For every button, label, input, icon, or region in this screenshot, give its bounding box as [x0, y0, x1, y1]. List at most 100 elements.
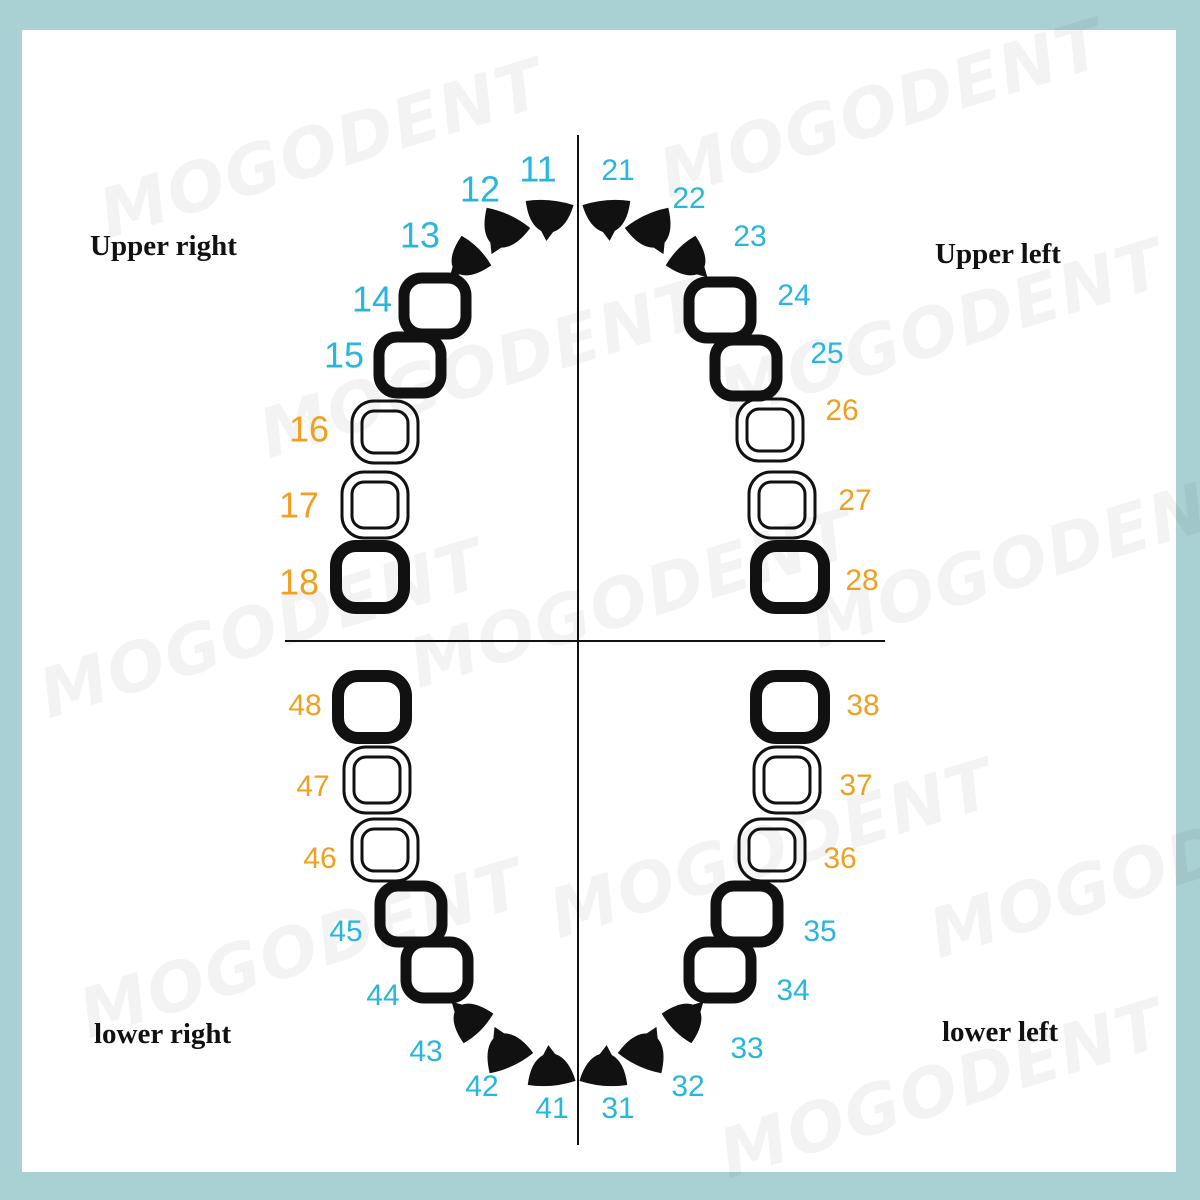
tooth-shape [683, 936, 757, 1004]
tooth-22 [624, 207, 671, 255]
tooth-shape [624, 207, 671, 255]
tooth-number-label: 21 [601, 154, 634, 187]
tooth-shape [737, 817, 807, 883]
tooth-12 [484, 207, 531, 255]
tooth-number-label: 27 [838, 484, 871, 517]
tooth-number-label: 44 [366, 979, 399, 1012]
tooth-44 [400, 936, 474, 1004]
tooth-18 [330, 540, 410, 614]
tooth-31 [579, 1045, 628, 1087]
tooth-45 [374, 880, 448, 948]
tooth-shape [332, 670, 412, 744]
tooth-number-label: 23 [733, 220, 766, 253]
tooth-shape [451, 1001, 494, 1044]
tooth-15 [373, 331, 447, 399]
tooth-shape [735, 397, 805, 463]
tooth-number-label: 33 [730, 1032, 763, 1065]
tooth-inner-outline [350, 480, 400, 530]
tooth-number-label: 35 [803, 915, 836, 948]
tooth-shape [683, 276, 757, 344]
tooth-28 [750, 540, 830, 614]
tooth-inner-outline [757, 480, 807, 530]
tooth-35 [710, 880, 784, 948]
tooth-number-label: 31 [601, 1092, 634, 1125]
tooth-32 [617, 1026, 664, 1074]
tooth-17 [340, 470, 410, 540]
tooth-42 [487, 1026, 534, 1074]
tooth-number-label: 46 [303, 842, 336, 875]
tooth-41 [527, 1045, 576, 1087]
tooth-shape [484, 207, 531, 255]
chart-frame: MOGODENT MOGODENT MOGODENT MOGODENT MOGO… [22, 4, 1200, 1195]
tooth-inner-outline [352, 755, 402, 805]
tooth-shape [750, 670, 830, 744]
tooth-shape [661, 1001, 704, 1044]
tooth-38 [750, 670, 830, 744]
tooth-33 [661, 1001, 704, 1044]
tooth-16 [350, 399, 420, 465]
tooth-number-label: 26 [825, 394, 858, 427]
tooth-21 [582, 199, 631, 241]
tooth-37 [752, 745, 822, 815]
tooth-shape [398, 272, 472, 340]
tooth-shape [374, 880, 448, 948]
tooth-27 [747, 470, 817, 540]
tooth-shape [752, 745, 822, 815]
teeth-layer: 1112131415161718212223242526272831323334… [279, 149, 880, 1125]
tooth-43 [451, 1001, 494, 1044]
tooth-shape [709, 334, 783, 402]
tooth-26 [735, 397, 805, 463]
tooth-inner-outline [360, 827, 410, 873]
tooth-shape [525, 199, 574, 241]
tooth-inner-outline [360, 409, 410, 455]
tooth-24 [683, 276, 757, 344]
quadrant-label-lower-right: lower right [94, 1018, 232, 1050]
tooth-13 [449, 235, 492, 278]
tooth-chart: 1112131415161718212223242526272831323334… [279, 135, 885, 1145]
tooth-number-label: 15 [324, 335, 364, 376]
tooth-number-label: 41 [535, 1092, 568, 1125]
tooth-number-label: 47 [296, 770, 329, 803]
tooth-shape [350, 817, 420, 883]
tooth-36 [737, 817, 807, 883]
tooth-number-label: 14 [352, 279, 392, 320]
tooth-shape [340, 470, 410, 540]
tooth-number-label: 25 [810, 337, 843, 370]
tooth-11 [525, 199, 574, 241]
tooth-shape [710, 880, 784, 948]
tooth-number-label: 28 [845, 564, 878, 597]
tooth-shape [330, 540, 410, 614]
tooth-number-label: 36 [823, 842, 856, 875]
tooth-shape [665, 235, 708, 278]
tooth-shape [449, 235, 492, 278]
tooth-inner-outline [745, 407, 795, 453]
quadrant-label-upper-right: Upper right [90, 230, 237, 262]
tooth-shape [747, 470, 817, 540]
tooth-number-label: 12 [460, 169, 500, 210]
tooth-47 [342, 745, 412, 815]
tooth-number-label: 18 [279, 562, 319, 603]
tooth-23 [665, 235, 708, 278]
tooth-inner-outline [747, 827, 797, 873]
tooth-25 [709, 334, 783, 402]
tooth-number-label: 38 [846, 689, 879, 722]
quadrant-label-lower-left: lower left [942, 1016, 1059, 1048]
tooth-number-label: 43 [409, 1035, 442, 1068]
tooth-number-label: 45 [329, 915, 362, 948]
tooth-shape [617, 1026, 664, 1074]
tooth-shape [400, 936, 474, 1004]
tooth-number-label: 22 [672, 182, 705, 215]
tooth-48 [332, 670, 412, 744]
tooth-shape [373, 331, 447, 399]
tooth-number-label: 42 [465, 1070, 498, 1103]
tooth-number-label: 17 [279, 485, 319, 526]
tooth-number-label: 37 [839, 769, 872, 802]
tooth-shape [582, 199, 631, 241]
tooth-number-label: 11 [519, 149, 556, 190]
tooth-46 [350, 817, 420, 883]
tooth-number-label: 48 [288, 689, 321, 722]
tooth-14 [398, 272, 472, 340]
tooth-shape [487, 1026, 534, 1074]
tooth-number-label: 16 [289, 409, 329, 450]
quadrant-label-upper-left: Upper left [935, 238, 1061, 270]
